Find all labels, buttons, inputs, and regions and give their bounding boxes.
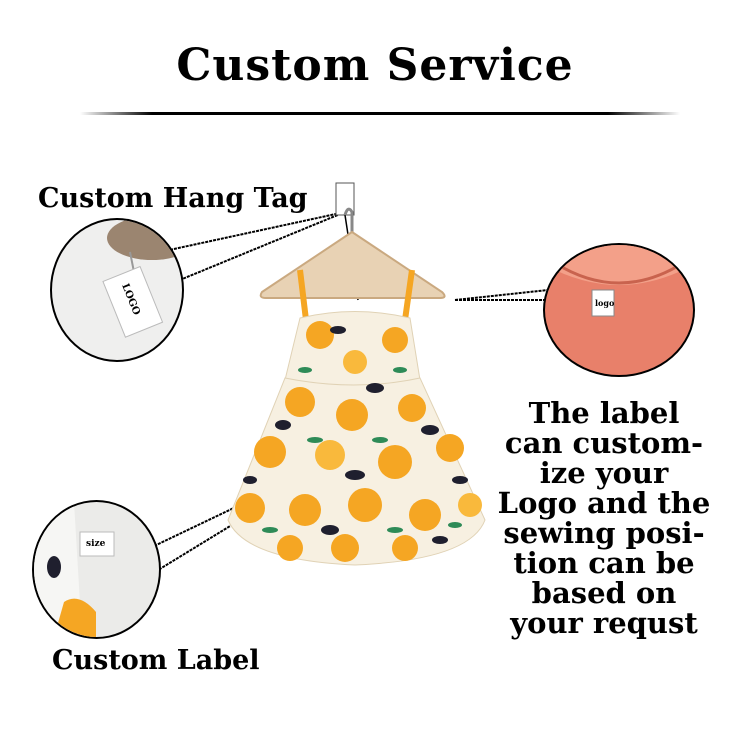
connector-line — [454, 289, 549, 301]
description-line: based on — [531, 576, 677, 610]
hang-tag-photo — [102, 220, 182, 338]
size-label-text: size — [86, 539, 106, 549]
page-title: Custom Service — [176, 40, 574, 91]
custom-label-heading: Custom Label — [52, 645, 260, 676]
hanger-hook — [343, 207, 354, 232]
title-underline — [80, 112, 680, 115]
strap-right — [402, 269, 415, 321]
connector-line — [149, 519, 241, 576]
shirt-collar-photo — [545, 245, 693, 317]
size-label-detail-circle: size — [32, 500, 161, 639]
connector-line — [149, 504, 241, 549]
description-line: your requst — [510, 606, 698, 640]
connector-line — [174, 211, 346, 283]
hang-tag-heading: Custom Hang Tag — [38, 183, 308, 214]
strap-left — [297, 269, 309, 321]
size-label-photo — [34, 502, 115, 637]
description-line: ize your — [539, 456, 669, 490]
description-line: sewing posi- — [503, 516, 705, 550]
neck-label-detail-circle: logo — [543, 243, 695, 377]
description-line: can custom- — [504, 426, 704, 460]
hang-tag-detail-circle: LOGO — [50, 218, 184, 362]
neck-label-logo-text: logo — [595, 298, 615, 308]
floral-print — [235, 321, 482, 562]
description-line: Logo and the — [497, 486, 711, 520]
description-line: The label — [528, 396, 680, 430]
hanger-body — [259, 230, 446, 299]
description-line: tion can be — [513, 546, 695, 580]
description-text: The label can custom- ize your Logo and … — [488, 398, 720, 638]
connector-line — [159, 211, 346, 253]
